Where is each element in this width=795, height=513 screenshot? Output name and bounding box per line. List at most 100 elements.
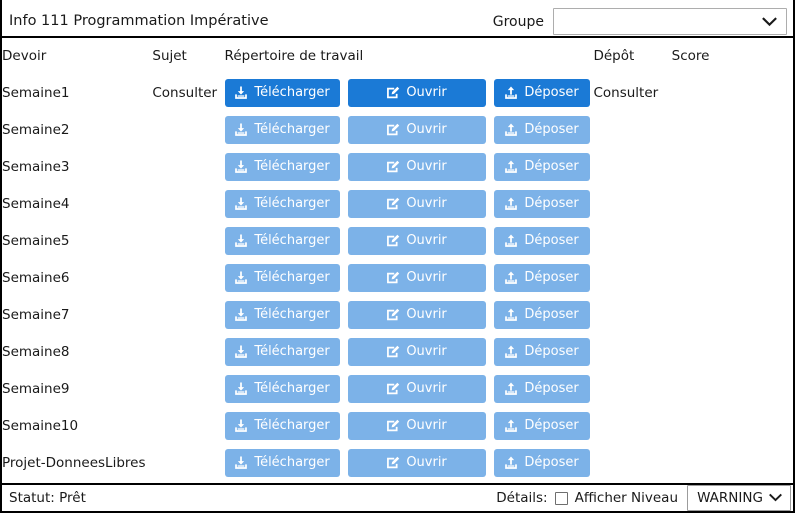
- open-button: Ouvrir: [347, 411, 486, 440]
- clipped-top-panel: [0, 0, 795, 6]
- cell-depot-link: [593, 407, 671, 444]
- column-header-depot: Dépôt: [593, 48, 635, 64]
- upload-button-label: Déposer: [524, 455, 579, 470]
- cell-score: [672, 74, 793, 111]
- cell-devoir: Semaine2: [2, 121, 70, 138]
- download-button: Télécharger: [224, 374, 340, 403]
- action-button-group: Télécharger Ouvrir Déposer: [224, 78, 594, 107]
- groupe-label: Groupe: [492, 13, 544, 30]
- assignments-table-container: Devoir Sujet Répertoire de travail Dépôt…: [0, 38, 795, 483]
- download-button: Télécharger: [224, 448, 340, 477]
- cell-score: [672, 185, 793, 222]
- chevron-down-icon: [769, 493, 782, 503]
- open-button: Ouvrir: [347, 226, 486, 255]
- cell-depot-link: [593, 222, 671, 259]
- cell-sujet-link: [152, 444, 224, 481]
- groupe-select[interactable]: [553, 8, 787, 35]
- download-button: Télécharger: [224, 115, 340, 144]
- table-row: Semaine6 Télécharger Ouvrir Déposer: [2, 259, 793, 296]
- cell-score: [672, 259, 793, 296]
- course-header-bar: Info 111 Programmation Impérative Groupe: [0, 6, 795, 38]
- download-button-label: Télécharger: [254, 307, 330, 322]
- status-bar-controls: Détails: Afficher Niveau WARNING: [496, 485, 793, 511]
- upload-button-label: Déposer: [524, 122, 579, 137]
- assignments-table: Devoir Sujet Répertoire de travail Dépôt…: [2, 38, 793, 481]
- download-button-label: Télécharger: [254, 270, 330, 285]
- cell-score: [672, 296, 793, 333]
- cell-sujet-link: [152, 370, 224, 407]
- cell-repertoire: Télécharger Ouvrir Déposer: [224, 74, 594, 111]
- log-level-select[interactable]: WARNING: [687, 485, 791, 511]
- upload-button[interactable]: Déposer: [493, 78, 590, 107]
- download-button-label: Télécharger: [254, 344, 330, 359]
- table-row: Semaine4 Télécharger Ouvrir Déposer: [2, 185, 793, 222]
- cell-repertoire: Télécharger Ouvrir Déposer: [224, 185, 594, 222]
- cell-devoir: Semaine7: [2, 306, 70, 323]
- cell-depot-link[interactable]: Consulter: [593, 84, 659, 101]
- open-button[interactable]: Ouvrir: [347, 78, 486, 107]
- upload-button: Déposer: [493, 448, 590, 477]
- upload-tray-icon: [504, 271, 518, 285]
- download-button-label: Télécharger: [254, 85, 330, 100]
- pencil-square-icon: [386, 86, 400, 100]
- log-level-value: WARNING: [697, 490, 763, 506]
- cell-depot-link: [593, 296, 671, 333]
- open-button-label: Ouvrir: [406, 381, 447, 396]
- cell-devoir: Semaine6: [2, 269, 70, 286]
- open-button: Ouvrir: [347, 189, 486, 218]
- download-tray-icon: [234, 456, 248, 470]
- download-button-label: Télécharger: [254, 455, 330, 470]
- cell-sujet-link: [152, 222, 224, 259]
- open-button: Ouvrir: [347, 374, 486, 403]
- upload-tray-icon: [504, 234, 518, 248]
- download-tray-icon: [234, 123, 248, 137]
- upload-button: Déposer: [493, 263, 590, 292]
- cell-devoir: Semaine1: [2, 84, 70, 101]
- column-header-sujet: Sujet: [152, 48, 187, 64]
- cell-sujet-link: [152, 111, 224, 148]
- cell-depot-link: [593, 333, 671, 370]
- details-checkbox[interactable]: [554, 491, 568, 505]
- open-button-label: Ouvrir: [406, 85, 447, 100]
- cell-repertoire: Télécharger Ouvrir Déposer: [224, 259, 594, 296]
- download-button: Télécharger: [224, 300, 340, 329]
- download-button: Télécharger: [224, 263, 340, 292]
- upload-button-label: Déposer: [524, 270, 579, 285]
- upload-button-label: Déposer: [524, 196, 579, 211]
- cell-sujet-link[interactable]: Consulter: [152, 84, 218, 101]
- upload-button-label: Déposer: [524, 159, 579, 174]
- cell-depot-link: [593, 444, 671, 481]
- download-button-label: Télécharger: [254, 196, 330, 211]
- cell-devoir: Semaine3: [2, 158, 70, 175]
- cell-devoir: Semaine4: [2, 195, 70, 212]
- download-button[interactable]: Télécharger: [224, 78, 340, 107]
- download-button: Télécharger: [224, 226, 340, 255]
- open-button: Ouvrir: [347, 300, 486, 329]
- cell-score: [672, 111, 793, 148]
- cell-score: [672, 370, 793, 407]
- open-button-label: Ouvrir: [406, 270, 447, 285]
- status-text: Statut: Prêt: [9, 490, 86, 506]
- cell-score: [672, 407, 793, 444]
- download-tray-icon: [234, 160, 248, 174]
- download-button-label: Télécharger: [254, 159, 330, 174]
- pencil-square-icon: [386, 456, 400, 470]
- download-tray-icon: [234, 271, 248, 285]
- details-label: Détails:: [496, 490, 548, 506]
- upload-tray-icon: [504, 345, 518, 359]
- cell-sujet-link: [152, 185, 224, 222]
- open-button-label: Ouvrir: [406, 196, 447, 211]
- cell-devoir: Semaine9: [2, 380, 70, 397]
- cell-score: [672, 148, 793, 185]
- upload-tray-icon: [504, 419, 518, 433]
- cell-sujet-link: [152, 296, 224, 333]
- upload-button-label: Déposer: [524, 233, 579, 248]
- pencil-square-icon: [386, 271, 400, 285]
